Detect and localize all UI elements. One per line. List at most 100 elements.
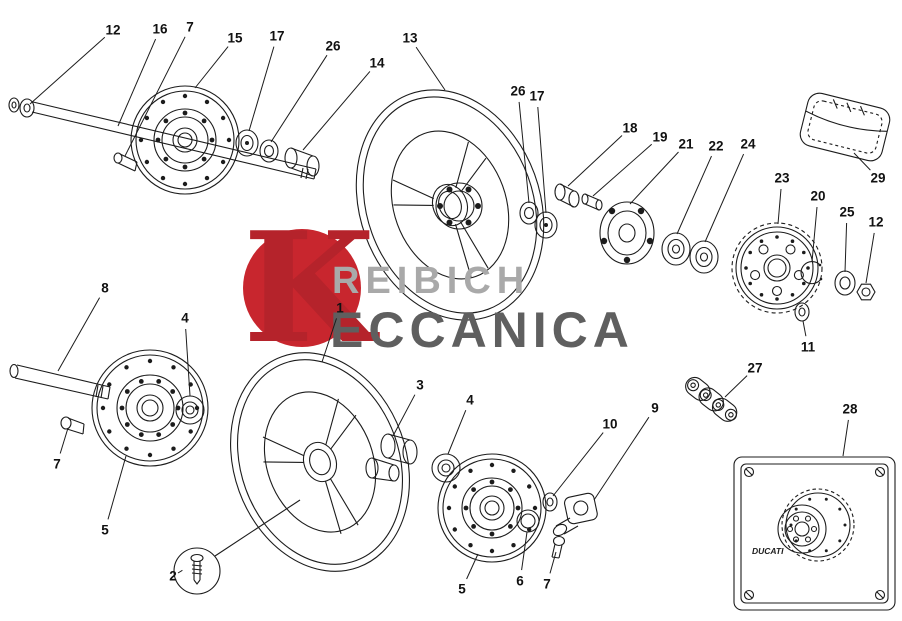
leader-line-23-15 <box>777 188 782 225</box>
callout-12-18: 12 <box>868 214 884 230</box>
watermark-letter-k: K <box>243 198 376 377</box>
watermark-word-bottom: ECCANICA <box>330 302 634 358</box>
callout-4-26: 4 <box>466 392 474 408</box>
callout-17-9: 17 <box>529 88 545 104</box>
callout-4-23: 4 <box>181 310 189 326</box>
callout-19-11: 19 <box>652 129 668 145</box>
leader-line-9-28 <box>593 416 650 501</box>
leader-line-7-30 <box>59 427 69 454</box>
rear-stud-19 <box>581 193 603 211</box>
callout-5-33: 5 <box>458 581 466 597</box>
front-axle-bolt <box>60 416 85 435</box>
inset-box: DUCATI <box>733 456 896 611</box>
leader-line-2-32 <box>177 569 183 574</box>
inset-sprocket-kit <box>777 488 855 562</box>
callout-23-15: 23 <box>774 170 790 186</box>
leader-line-18-10 <box>567 135 623 187</box>
callout-29-19: 29 <box>870 170 886 186</box>
callout-20-16: 20 <box>810 188 826 204</box>
callout-12-0: 12 <box>105 22 121 38</box>
callout-7-30: 7 <box>53 456 61 472</box>
leader-line-12-0 <box>29 36 106 105</box>
leader-line-16-1 <box>117 38 157 127</box>
leader-line-22-13 <box>676 155 712 235</box>
rear-hub-flange <box>435 182 483 230</box>
rear-spacer-18 <box>554 183 580 208</box>
leader-line-25-17 <box>844 222 848 273</box>
rear-sprocket <box>731 222 823 314</box>
screw-detail-circle <box>173 499 301 595</box>
callout-24-14: 24 <box>740 136 756 152</box>
chain-section <box>685 376 738 422</box>
callout-15-3: 15 <box>227 30 243 46</box>
sprocket-washer <box>794 302 810 322</box>
leader-line-7-35 <box>549 551 557 574</box>
leader-line-17-4 <box>248 46 275 132</box>
rear-wheel <box>355 89 545 321</box>
leader-line-26-8 <box>518 101 530 204</box>
rear-brake-disc <box>130 85 240 195</box>
callout-2-32: 2 <box>169 568 177 584</box>
speedo-bolt <box>551 535 566 559</box>
sprocket-carrier-bearings <box>661 232 719 274</box>
callout-10-27: 10 <box>602 416 618 432</box>
watermark-circle <box>243 229 361 347</box>
leader-line-5-33 <box>466 553 479 580</box>
callout-7-35: 7 <box>543 576 551 592</box>
rear-axle-nut <box>856 283 876 301</box>
leader-line-10-27 <box>552 432 604 497</box>
leader-line-5-31 <box>107 455 127 520</box>
callout-7-2: 7 <box>186 19 194 35</box>
rear-axle <box>8 97 317 180</box>
callout-9-28: 9 <box>651 400 659 416</box>
leader-line-4-23 <box>185 328 191 397</box>
leader-line-12-18 <box>865 232 875 284</box>
rear-wheel-bearing-left <box>235 129 279 163</box>
inset-brand-text: DUCATI <box>752 546 784 556</box>
leader-line-11-20 <box>802 320 807 337</box>
front-brake-disc-right <box>437 453 547 563</box>
front-spacer-tube <box>380 433 418 465</box>
leader-line-21-12 <box>629 151 679 205</box>
callout-18-10: 18 <box>622 120 638 136</box>
leader-line-14-7 <box>302 71 371 151</box>
front-wheel-bearing-right <box>431 453 461 483</box>
callout-21-12: 21 <box>678 136 694 152</box>
callout-8-22: 8 <box>101 280 109 296</box>
leader-line-19-11 <box>592 143 653 197</box>
callout-3-25: 3 <box>416 377 424 393</box>
leader-line-17-9 <box>537 106 547 214</box>
leader-line-3-25 <box>392 394 416 437</box>
callout-11-20: 11 <box>800 339 816 355</box>
leader-line-7-2 <box>124 36 186 157</box>
front-spacer-10 <box>542 492 558 512</box>
leader-line-13-6 <box>415 46 446 91</box>
leader-line-24-14 <box>704 153 745 243</box>
callout-6-34: 6 <box>516 573 524 589</box>
rear-wheel-bearing-right <box>519 201 558 239</box>
callout-27-21: 27 <box>747 360 763 376</box>
callout-14-7: 14 <box>369 55 385 71</box>
callout-22-13: 22 <box>708 138 724 154</box>
callout-16-1: 16 <box>152 21 168 37</box>
leader-line-26-5 <box>270 54 328 143</box>
callout-5-31: 5 <box>101 522 109 538</box>
callout-1-24: 1 <box>336 300 344 316</box>
circlip <box>800 261 823 285</box>
leader-line-20-16 <box>811 206 818 263</box>
leader-line-27-21 <box>724 375 748 398</box>
leader-line-28-29 <box>842 419 849 457</box>
leader-line-1-24 <box>321 318 337 363</box>
callout-13-6: 13 <box>402 30 418 46</box>
leader-line-29-19 <box>853 152 871 171</box>
cush-drive-hub <box>599 201 655 265</box>
front-hub-cylinder <box>365 457 400 482</box>
rear-spacer-tube <box>284 147 320 177</box>
speedo-drive <box>552 492 598 537</box>
leader-line-6-34 <box>521 531 528 571</box>
